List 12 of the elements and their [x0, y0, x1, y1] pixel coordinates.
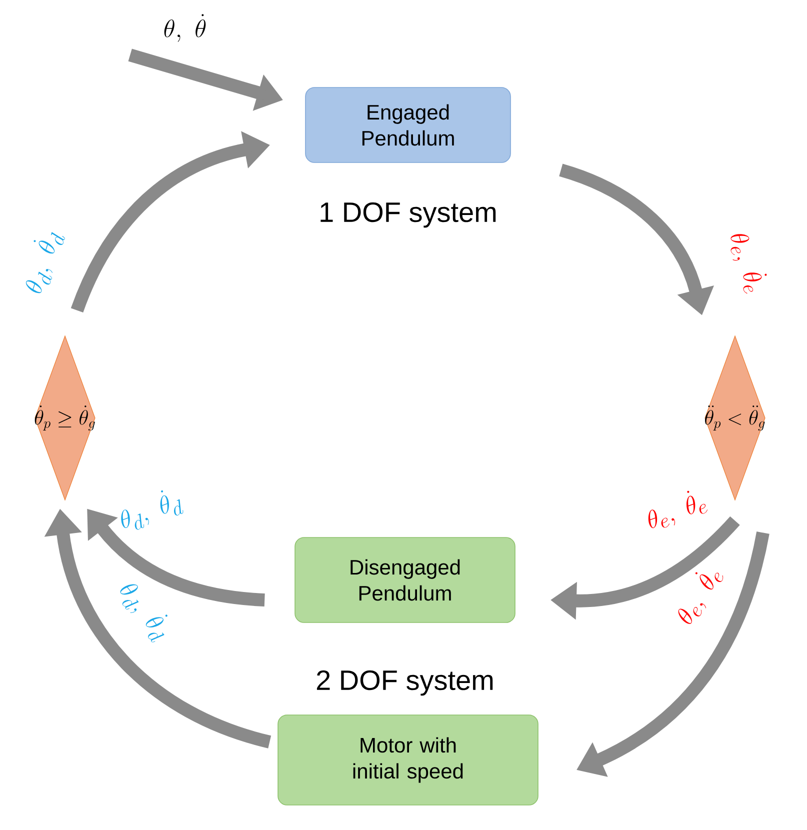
edge-label: $\theta_d,\ \dot{\theta}_d$ [121, 490, 184, 530]
system-caption: 1 DOF system [320, 202, 496, 228]
process-box: Motor with initial speed [278, 714, 538, 806]
edge-label: $\theta_d,\ \dot{\theta}_d$ [120, 584, 168, 642]
process-box: Disengaged Pendulum [294, 537, 516, 623]
process-box: Engaged Pendulum [305, 87, 511, 163]
edge-label: $\theta_e,\ \dot{\theta}_e$ [730, 234, 767, 294]
edge-label: $\theta_e,\ \dot{\theta}_e$ [648, 490, 708, 528]
edge-label: $\theta,\ \dot{\theta}$ [164, 14, 206, 42]
edge-label: $\theta_d,\ \dot{\theta}_d$ [26, 232, 65, 294]
edge-label: $\theta_e,\ \dot{\theta}_e$ [678, 572, 724, 624]
system-caption: 2 DOF system [316, 670, 493, 696]
